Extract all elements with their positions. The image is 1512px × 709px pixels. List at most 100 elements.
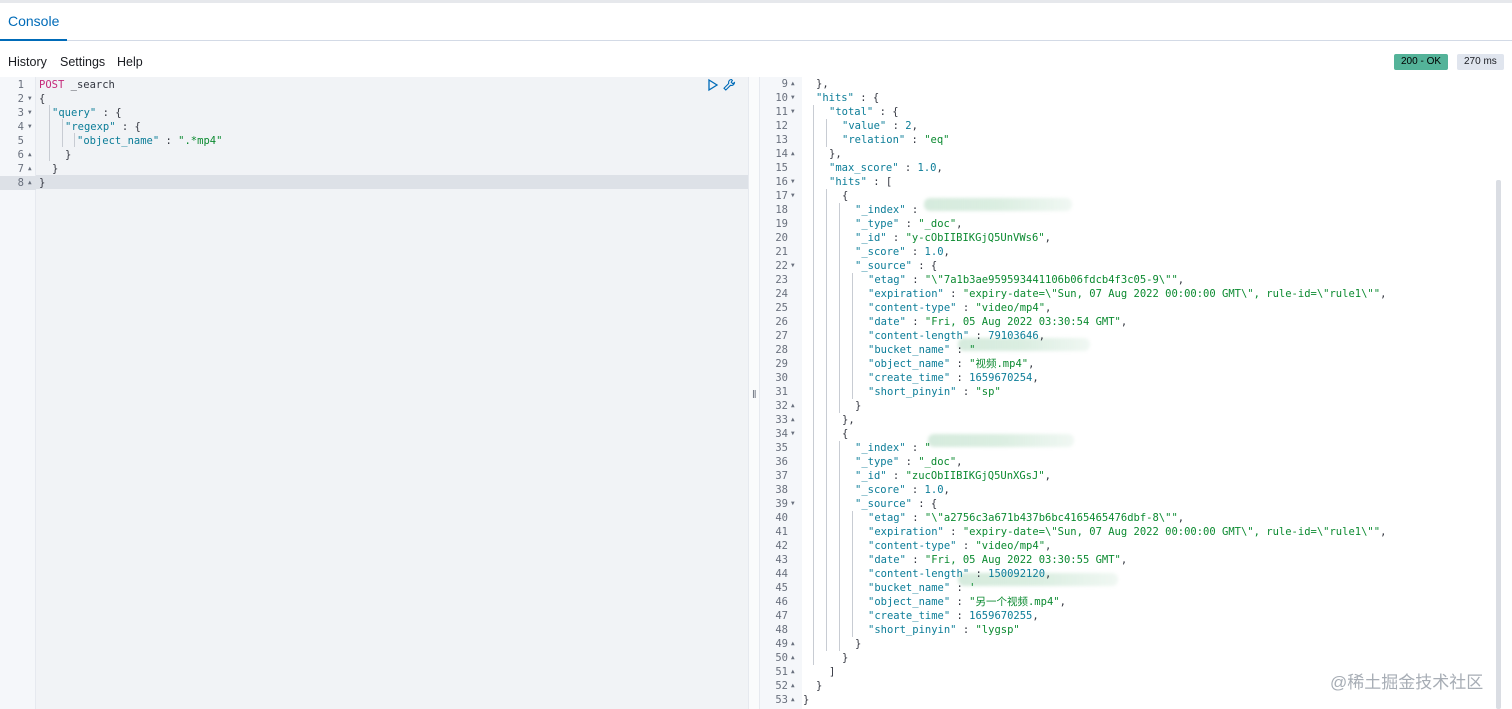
- json-string: "y-cObIIBIKGjQ5UnVWs6": [905, 232, 1045, 244]
- redacted-value: [958, 573, 1118, 586]
- fold-toggle-icon[interactable]: ▼: [791, 262, 795, 269]
- line-number: 12: [775, 120, 788, 132]
- punctuation: :: [969, 568, 989, 580]
- json-key: "date": [868, 554, 906, 566]
- json-string: ": [924, 442, 931, 454]
- fold-toggle-icon[interactable]: ▲: [791, 402, 795, 409]
- settings-menu-item[interactable]: Settings: [60, 55, 106, 69]
- punctuation: :: [899, 218, 919, 230]
- line-number: 47: [775, 610, 788, 622]
- fold-toggle-icon[interactable]: ▼: [791, 500, 795, 507]
- punctuation: :: [905, 442, 925, 454]
- request-editor[interactable]: POST _search { "query" : { "regexp" : { …: [36, 77, 748, 709]
- fold-toggle-icon[interactable]: ▼: [791, 94, 795, 101]
- response-line: "content-length" : 150092120,: [868, 567, 1051, 581]
- line-number: 45: [775, 582, 788, 594]
- line-number: 42: [775, 540, 788, 552]
- fold-toggle-icon[interactable]: ▼: [791, 108, 795, 115]
- punctuation: :: [950, 582, 970, 594]
- json-string: "_doc": [918, 218, 957, 230]
- punctuation: ,: [1177, 274, 1185, 286]
- fold-toggle-icon[interactable]: ▲: [791, 150, 795, 157]
- request-path: _search: [64, 79, 115, 91]
- punctuation: },: [842, 414, 855, 426]
- fold-toggle-icon[interactable]: ▲: [791, 654, 795, 661]
- json-key: "_score": [855, 246, 906, 258]
- punctuation: :: [943, 288, 963, 300]
- fold-toggle-icon[interactable]: ▲: [28, 179, 32, 186]
- request-line-1: POST _search: [39, 78, 115, 92]
- response-line: "hits" : {: [816, 91, 879, 105]
- punctuation: :: [905, 134, 925, 146]
- fold-toggle-icon[interactable]: ▲: [791, 696, 795, 703]
- json-key: "content-length": [868, 330, 970, 342]
- punctuation: :: [950, 610, 970, 622]
- fold-toggle-icon[interactable]: ▼: [28, 109, 32, 116]
- response-line: }: [803, 693, 809, 707]
- indent-guide: [74, 133, 75, 147]
- punctuation: ,: [1044, 470, 1051, 482]
- line-number: 43: [775, 554, 788, 566]
- fold-toggle-icon[interactable]: ▼: [791, 178, 795, 185]
- history-menu-item[interactable]: History: [8, 55, 47, 69]
- fold-toggle-icon[interactable]: ▲: [791, 682, 795, 689]
- response-line: "relation" : "eq": [842, 133, 949, 147]
- indent-guide: [813, 105, 814, 665]
- fold-toggle-icon[interactable]: ▲: [791, 640, 795, 647]
- line-number: 39: [775, 498, 788, 510]
- response-line: "bucket_name" : ": [868, 343, 975, 357]
- line-number: 4: [17, 121, 24, 133]
- fold-toggle-icon[interactable]: ▼: [28, 95, 32, 102]
- json-string: "video/mp4": [975, 540, 1046, 552]
- pane-resizer[interactable]: ‖: [748, 77, 760, 709]
- punctuation: },: [816, 78, 829, 90]
- json-string: "expiry-date=\"Sun, 07 Aug 2022 00:00:00…: [962, 526, 1381, 538]
- response-viewer[interactable]: },"hits" : {"total" : {"value" : 2,"rela…: [802, 77, 1500, 709]
- punctuation: ,: [1059, 596, 1066, 608]
- json-number: 2: [905, 120, 912, 132]
- wrench-icon[interactable]: [722, 78, 736, 92]
- help-menu-item[interactable]: Help: [117, 55, 143, 69]
- fold-toggle-icon[interactable]: ▲: [791, 668, 795, 675]
- response-line: "_score" : 1.0,: [855, 245, 950, 259]
- line-number: 52: [775, 680, 788, 692]
- json-key: "short_pinyin": [868, 386, 957, 398]
- line-number: 49: [775, 638, 788, 650]
- response-line: ]: [829, 665, 835, 679]
- json-key: "_id": [855, 232, 887, 244]
- punctuation: :: [899, 456, 919, 468]
- line-number: 15: [775, 162, 788, 174]
- response-line: "expiration" : "expiry-date=\"Sun, 07 Au…: [868, 287, 1386, 301]
- line-number: 46: [775, 596, 788, 608]
- json-string: "Fri, 05 Aug 2022 03:30:55 GMT": [924, 554, 1121, 566]
- fold-toggle-icon[interactable]: ▲: [791, 80, 795, 87]
- json-key: "value": [842, 120, 887, 132]
- fold-toggle-icon[interactable]: ▲: [28, 165, 32, 172]
- fold-toggle-icon[interactable]: ▼: [791, 192, 795, 199]
- punctuation: }: [65, 149, 72, 161]
- line-number: 48: [775, 624, 788, 636]
- line-number: 1: [17, 79, 24, 91]
- fold-toggle-icon[interactable]: ▲: [28, 151, 32, 158]
- punctuation: ,: [1032, 610, 1039, 622]
- fold-toggle-icon[interactable]: ▲: [791, 416, 795, 423]
- response-line: "_index" : ": [855, 441, 931, 455]
- json-key: "content-length": [868, 568, 970, 580]
- tab-console[interactable]: Console: [0, 3, 68, 41]
- fold-toggle-icon[interactable]: ▼: [791, 430, 795, 437]
- indent-guide: [839, 203, 840, 413]
- status-code-badge: 200 - OK: [1394, 54, 1449, 70]
- response-scrollbar[interactable]: [1496, 180, 1501, 709]
- json-string: ': [969, 582, 976, 594]
- play-icon[interactable]: [706, 78, 720, 92]
- fold-toggle-icon[interactable]: ▼: [28, 123, 32, 130]
- punctuation: ,: [911, 120, 918, 132]
- response-line: "max_score" : 1.0,: [829, 161, 943, 175]
- resize-handle-icon[interactable]: ‖: [752, 389, 757, 401]
- punctuation: ,: [956, 218, 963, 230]
- punctuation: :: [905, 246, 925, 258]
- line-number: 35: [775, 442, 788, 454]
- response-line: "content-type" : "video/mp4",: [868, 539, 1051, 553]
- punctuation: ]: [829, 666, 836, 678]
- response-line: },: [842, 413, 855, 427]
